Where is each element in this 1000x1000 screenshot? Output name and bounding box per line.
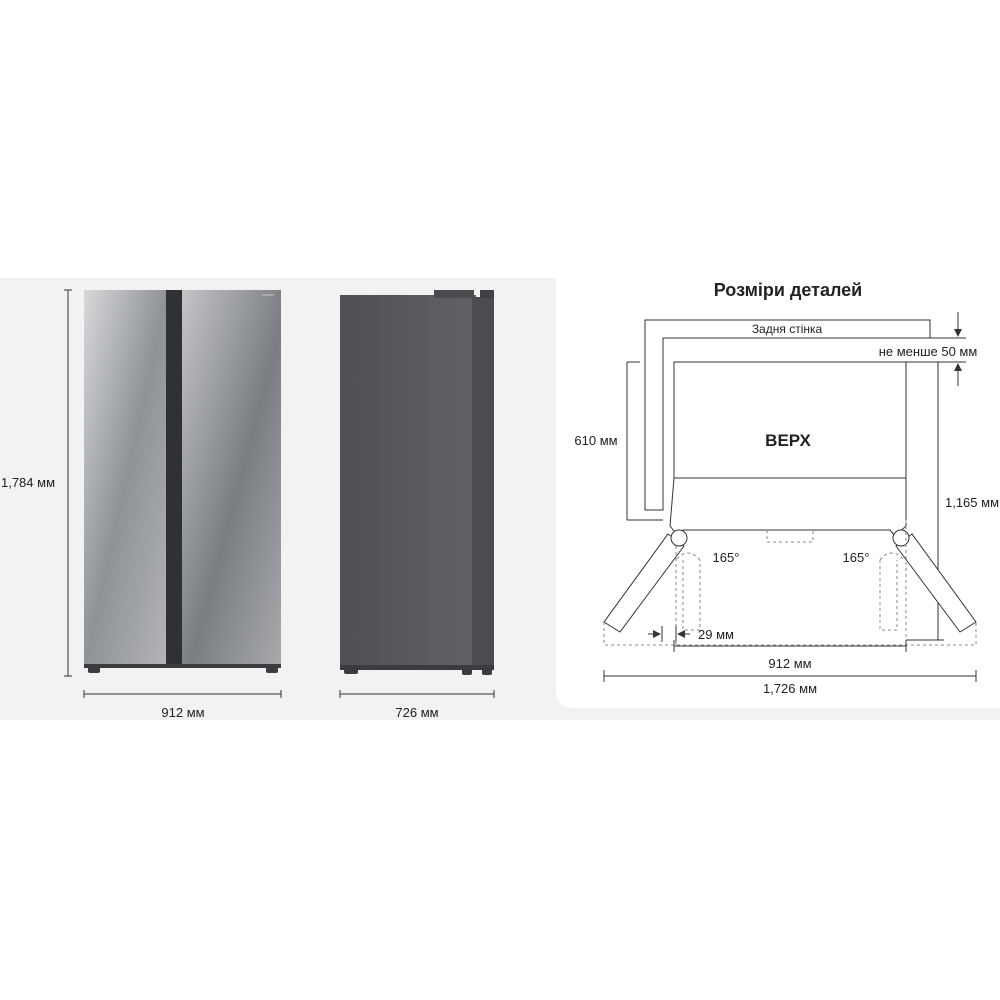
fridge-top-body (673, 361, 907, 479)
door-gap-dimension (648, 626, 690, 642)
height-label: 1,784 мм (1, 475, 55, 490)
diagram-title: Розміри деталей (714, 280, 863, 300)
right-open-door (892, 529, 977, 633)
left-door (84, 290, 168, 666)
angle-left-label: 165° (713, 550, 740, 565)
side-top-hinge (434, 290, 474, 298)
angle-right-label: 165° (843, 550, 870, 565)
height-dimension (64, 289, 72, 677)
side-depth-dimension (339, 690, 495, 698)
back-wall-label: Задня стінка (752, 322, 823, 336)
depth-label: 610 мм (574, 433, 617, 448)
front-width-label: 912 мм (161, 705, 204, 720)
body-width-label: 912 мм (768, 656, 811, 671)
open-width-dimension (603, 670, 977, 682)
side-body (340, 295, 476, 667)
dashed-guides (603, 520, 977, 646)
right-door (180, 290, 281, 666)
left-open-door (603, 529, 688, 633)
front-foot-left (88, 666, 100, 673)
front-view-fridge (84, 290, 281, 673)
door-gap-label: 29 мм (698, 627, 734, 642)
depth-dimension (626, 361, 663, 521)
front-foot-right (266, 666, 278, 673)
door-front-strip (669, 477, 907, 537)
side-door-edge (472, 297, 494, 667)
open-width-label: 1,726 мм (763, 681, 817, 696)
front-width-dimension (83, 690, 282, 698)
door-handle-gap (166, 290, 182, 666)
body-width-dimension (673, 640, 907, 652)
clearance-label: не менше 50 мм (879, 344, 978, 359)
side-depth-label: 726 мм (395, 705, 438, 720)
brand-logo (262, 294, 274, 296)
open-depth-label: 1,165 мм (945, 495, 999, 510)
side-view-fridge (340, 290, 494, 675)
top-label: ВЕРХ (765, 431, 811, 450)
